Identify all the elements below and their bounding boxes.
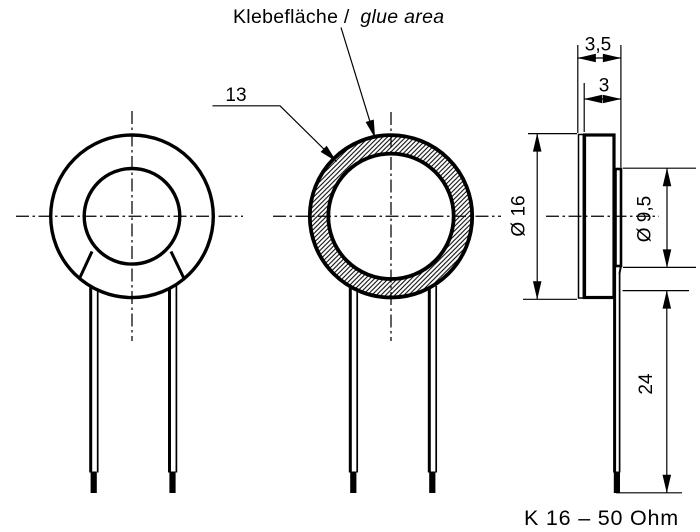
dim-lead-length: 24 <box>616 290 689 494</box>
glue-view-lead-left <box>348 286 359 493</box>
dim-depth-total: 3,5 <box>577 35 622 168</box>
title-german: Klebefläche / <box>233 6 350 28</box>
dim-3-label: 3 <box>599 76 610 97</box>
dim-dia-front: Ø 16 <box>509 133 577 300</box>
dim-dia16-label: Ø 16 <box>509 195 530 236</box>
part-caption: K 16 – 50 Ohm <box>524 506 679 530</box>
glue-view-lead-right <box>427 286 438 493</box>
front-view-lead-left <box>89 286 99 493</box>
dim-depth-front: 3 <box>583 76 622 132</box>
dim-13-callout: 13 <box>212 85 337 162</box>
glue-area-callout: Klebefläche / glue area <box>233 6 444 139</box>
dim-13-label: 13 <box>225 85 246 106</box>
title-english: glue area <box>360 6 444 28</box>
side-rear-boss <box>614 167 623 268</box>
glue-area-view <box>273 112 501 493</box>
front-view-lead-right <box>168 286 178 493</box>
side-view-lead <box>613 265 622 493</box>
glue-area-title: Klebefläche / glue area <box>233 6 444 28</box>
dim-3-5-label: 3,5 <box>585 35 611 56</box>
dim-dia-back: Ø 9,5 <box>623 167 696 268</box>
dim-dia95-label: Ø 9,5 <box>635 196 656 242</box>
dim-13-leader-line <box>212 105 337 162</box>
front-spoke-left <box>78 250 94 280</box>
front-spoke-right <box>169 250 186 280</box>
glue-area-leader-line <box>340 27 376 139</box>
side-view: 3,5 3 Ø 16 Ø 9,5 24 <box>509 35 696 494</box>
front-view <box>16 111 243 493</box>
dim-24-label: 24 <box>636 373 657 395</box>
